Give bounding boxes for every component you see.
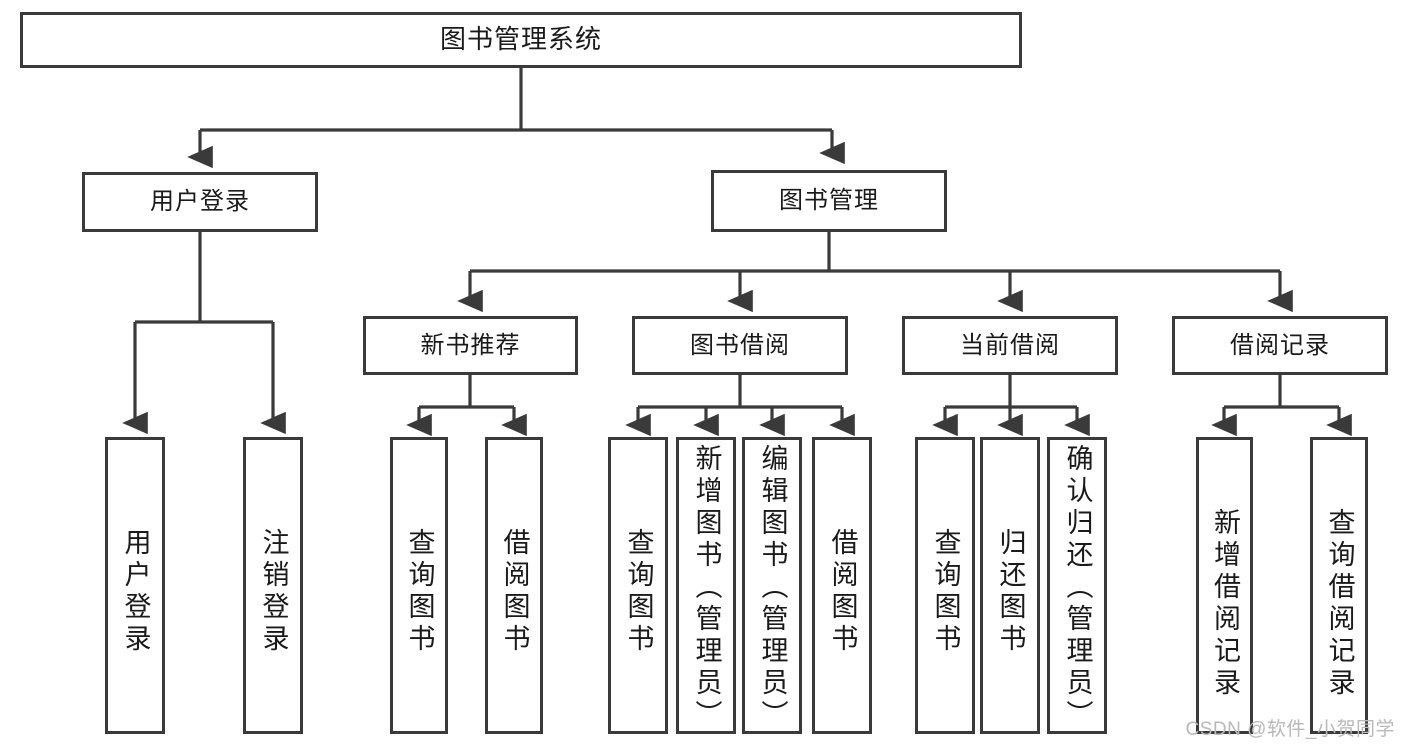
node-label: 确认归还（管理员） xyxy=(1062,444,1093,732)
node-label: 新增借阅记录 xyxy=(1210,508,1240,700)
node-current-borrow[interactable]: 当前借阅 xyxy=(902,316,1118,375)
node-label: 借阅图书 xyxy=(827,528,858,656)
node-book-management[interactable]: 图书管理 xyxy=(711,170,947,232)
node-label: 图书借阅 xyxy=(690,331,790,359)
node-borrow-record[interactable]: 借阅记录 xyxy=(1172,316,1388,375)
node-leaf-query-borrow-record[interactable]: 查询借阅记录 xyxy=(1310,437,1368,734)
node-leaf-add-book-admin[interactable]: 新增图书（管理员） xyxy=(676,437,736,734)
node-new-book-recommend[interactable]: 新书推荐 xyxy=(363,316,578,375)
node-label: 用户登录 xyxy=(150,188,250,216)
node-root-book-management-system[interactable]: 图书管理系统 xyxy=(20,12,1022,68)
node-label: 查询图书 xyxy=(930,528,961,656)
node-label: 借阅记录 xyxy=(1230,331,1330,359)
node-label: 新书推荐 xyxy=(420,331,521,359)
node-leaf-query-book-borrow[interactable]: 查询图书 xyxy=(608,437,668,734)
node-leaf-borrow-book-borrow[interactable]: 借阅图书 xyxy=(812,437,872,734)
node-label: 用户登录 xyxy=(120,528,151,656)
node-label: 当前借阅 xyxy=(960,331,1060,359)
node-label: 编辑图书（管理员） xyxy=(757,444,788,732)
node-leaf-confirm-return-admin[interactable]: 确认归还（管理员） xyxy=(1047,437,1107,734)
node-leaf-add-borrow-record[interactable]: 新增借阅记录 xyxy=(1196,437,1253,734)
node-label: 图书管理系统 xyxy=(439,24,602,55)
node-leaf-edit-book-admin[interactable]: 编辑图书（管理员） xyxy=(742,437,802,734)
node-user-login[interactable]: 用户登录 xyxy=(82,172,318,232)
node-label: 归还图书 xyxy=(995,528,1026,656)
node-leaf-user-login[interactable]: 用户登录 xyxy=(105,437,165,734)
node-leaf-return-book[interactable]: 归还图书 xyxy=(980,437,1040,734)
node-label: 查询图书 xyxy=(404,528,435,656)
node-leaf-query-book-current[interactable]: 查询图书 xyxy=(915,437,975,734)
node-label: 图书管理 xyxy=(779,187,879,215)
node-label: 注销登录 xyxy=(258,528,289,656)
node-leaf-logout-login[interactable]: 注销登录 xyxy=(243,437,303,734)
node-leaf-borrow-book-recommend[interactable]: 借阅图书 xyxy=(485,437,543,734)
node-label: 查询图书 xyxy=(623,528,654,656)
node-leaf-query-book-recommend[interactable]: 查询图书 xyxy=(390,437,448,734)
node-label: 新增图书（管理员） xyxy=(691,444,722,732)
node-label: 借阅图书 xyxy=(499,528,530,656)
node-book-borrow[interactable]: 图书借阅 xyxy=(632,316,848,375)
node-label: 查询借阅记录 xyxy=(1324,508,1355,700)
